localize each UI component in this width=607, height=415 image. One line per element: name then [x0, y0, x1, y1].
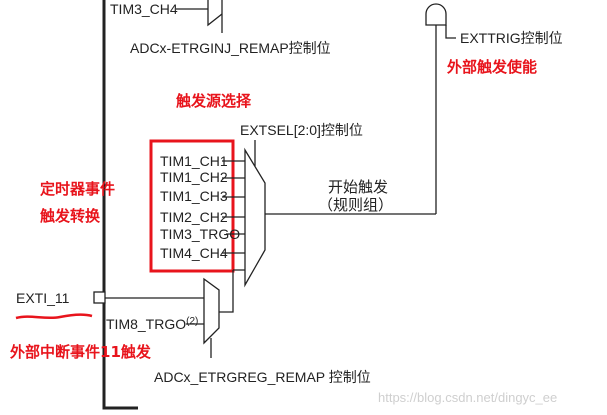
watermark: https://blog.csdn.net/dingyc_ee [378, 390, 557, 405]
trigger-input: TIM2_CH2 [160, 209, 228, 225]
timer-event-note-2: 触发转换 [40, 207, 101, 225]
input-wires [222, 160, 245, 271]
extsel-mux [244, 147, 266, 288]
trigger-input: TIM4_CH4 [160, 245, 228, 261]
regular-remap-mux [203, 277, 220, 345]
exttrig-wire [445, 25, 456, 39]
top-input-label: TIM3_CH4 [110, 1, 178, 17]
regular-mux-output-wire [219, 270, 234, 313]
trigger-source-note: 触发源选择 [176, 92, 252, 110]
exttrig-label: EXTTRIG控制位 [460, 30, 563, 46]
external-trigger-enable-note: 外部触发使能 [446, 58, 537, 76]
trigger-input-list: TIM1_CH1 TIM1_CH2 TIM1_CH3 TIM2_CH2 TIM3… [160, 153, 240, 261]
timer-inputs-highlight-box [149, 139, 235, 273]
exti-label: EXTI_11 [16, 290, 70, 306]
exti-pin-box [93, 291, 106, 304]
trigger-input: TIM1_CH2 [160, 169, 228, 185]
trigger-input: TIM1_CH1 [160, 153, 228, 169]
trigger-bus-line [102, 0, 138, 410]
red-underline-mark [15, 313, 93, 320]
regular-remap-label: ADCx_ETRGREG_REMAP 控制位 [154, 369, 371, 385]
extsel-label: EXTSEL[2:0]控制位 [240, 122, 363, 138]
and-gate-icon [425, 3, 447, 26]
regular-group-label: （规则组） [318, 197, 393, 214]
trigger-input: TIM1_CH3 [160, 188, 228, 204]
start-trigger-label: 开始触发 [328, 179, 388, 196]
trigger-input: TIM3_TRGO [160, 226, 240, 242]
injected-mux [207, 0, 223, 27]
timer-event-note: 定时器事件 [40, 180, 115, 198]
exti-event-note: 外部中断事件11触发 [9, 343, 152, 361]
tim8-label: TIM8_TRGO(2) [106, 316, 198, 332]
injected-remap-label: ADCx-ETRGINJ_REMAP控制位 [130, 40, 331, 56]
